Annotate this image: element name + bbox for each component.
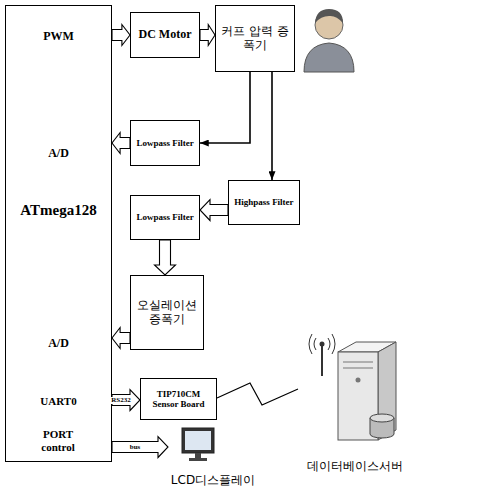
monitor-screen (185, 431, 211, 450)
power-button (356, 378, 361, 383)
person-icon (304, 9, 354, 72)
component-label: Lowpass Filter (136, 212, 193, 222)
chip-name: ATmega128 (6, 202, 111, 219)
monitor-frame (182, 428, 214, 453)
database-top (370, 414, 394, 422)
icon-caption: 데이터베이스서버 (298, 460, 412, 474)
edge-label: bus (129, 444, 142, 451)
port-label: UART0 (6, 395, 111, 408)
person-hair (315, 9, 343, 23)
signal-wave (332, 334, 335, 354)
port-label: PORT control (29, 428, 87, 453)
signal-arrow (112, 328, 130, 349)
antenna-mast (321, 346, 323, 376)
component-label: TIP710CM Sensor Board (144, 389, 213, 410)
drive-slot (343, 368, 373, 369)
monitor-base (189, 458, 207, 461)
signal-arrow (200, 25, 215, 46)
signal-arrow (155, 240, 176, 275)
signal-arrow (271, 72, 273, 180)
amplifier-box: 오실레이션 증폭기 (130, 275, 204, 350)
filter-box: Lowpass Filter (130, 195, 200, 240)
signal-arrow (200, 200, 228, 221)
icon-caption: LCD디스플레이 (168, 474, 258, 488)
signal-arrow (112, 25, 130, 46)
monitor-icon (182, 428, 214, 461)
server-icon (309, 334, 396, 440)
filter-box: Lowpass Filter (130, 120, 200, 166)
signal-wave (328, 338, 330, 350)
microcontroller-box: PWMA/DATmega128A/DUART0PORT control (5, 5, 112, 462)
sensor-board-box: TIP710CM Sensor Board (140, 378, 217, 420)
signal-arrow (200, 72, 250, 143)
port-label: A/D (6, 337, 111, 351)
signal-wave (309, 334, 312, 354)
motor-box: DC Motor (130, 12, 200, 58)
component-label: Lowpass Filter (136, 138, 193, 148)
component-label: 커프 압력 증폭기 (219, 25, 291, 53)
signal-arrow (112, 437, 168, 458)
filter-box: Highpass Filter (228, 180, 300, 225)
signal-wave (314, 338, 316, 350)
edge-label: RS232 (110, 397, 131, 404)
monitor-neck (195, 453, 201, 458)
component-label: Highpass Filter (234, 197, 293, 207)
server-node: 데이터베이스서버 (298, 328, 412, 474)
person-body (304, 43, 354, 72)
antenna-tip (320, 342, 325, 347)
signal-arrow (112, 133, 130, 154)
port-label: A/D (6, 147, 111, 161)
component-label: 오실레이션 증폭기 (134, 299, 200, 327)
component-label: DC Motor (139, 28, 192, 42)
amplifier-box: 커프 압력 증폭기 (215, 5, 295, 72)
drive-slot (343, 362, 373, 363)
display-node: LCD디스플레이 (168, 426, 258, 488)
port-label: PWM (6, 30, 111, 44)
wireless-link (217, 383, 298, 405)
